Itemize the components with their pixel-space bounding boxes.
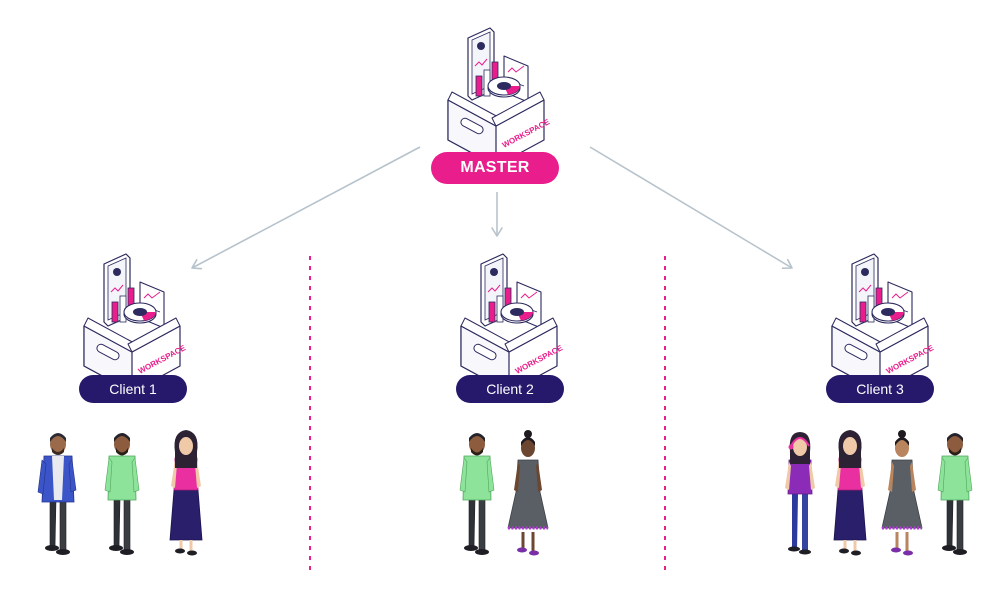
person-woman-grey-dress — [881, 430, 923, 556]
client-2-label: Client 2 — [456, 375, 564, 403]
person-man-blue-jacket — [37, 433, 77, 556]
client-1-workspace-icon: WORKSPACE — [83, 253, 188, 393]
master-workspace-icon: WORKSPACE — [447, 27, 552, 167]
person-man-green-shirt — [104, 433, 140, 556]
person-woman-purple-headset — [785, 432, 815, 555]
client-3-workspace-icon: WORKSPACE — [831, 253, 936, 393]
person-woman-pink-top — [169, 430, 203, 556]
client-2-workspace-icon: WORKSPACE — [460, 253, 565, 393]
arrow-to-client-1 — [191, 146, 421, 270]
person-woman-pink-top — [833, 430, 867, 556]
master-label: MASTER — [431, 152, 559, 184]
person-man-green-shirt — [937, 433, 973, 556]
person-woman-grey-dress — [507, 430, 549, 556]
client-1-label: Client 1 — [79, 375, 187, 403]
person-man-green-shirt — [459, 433, 495, 556]
client-3-label: Client 3 — [826, 375, 934, 403]
arrow-to-client-3 — [589, 146, 793, 269]
